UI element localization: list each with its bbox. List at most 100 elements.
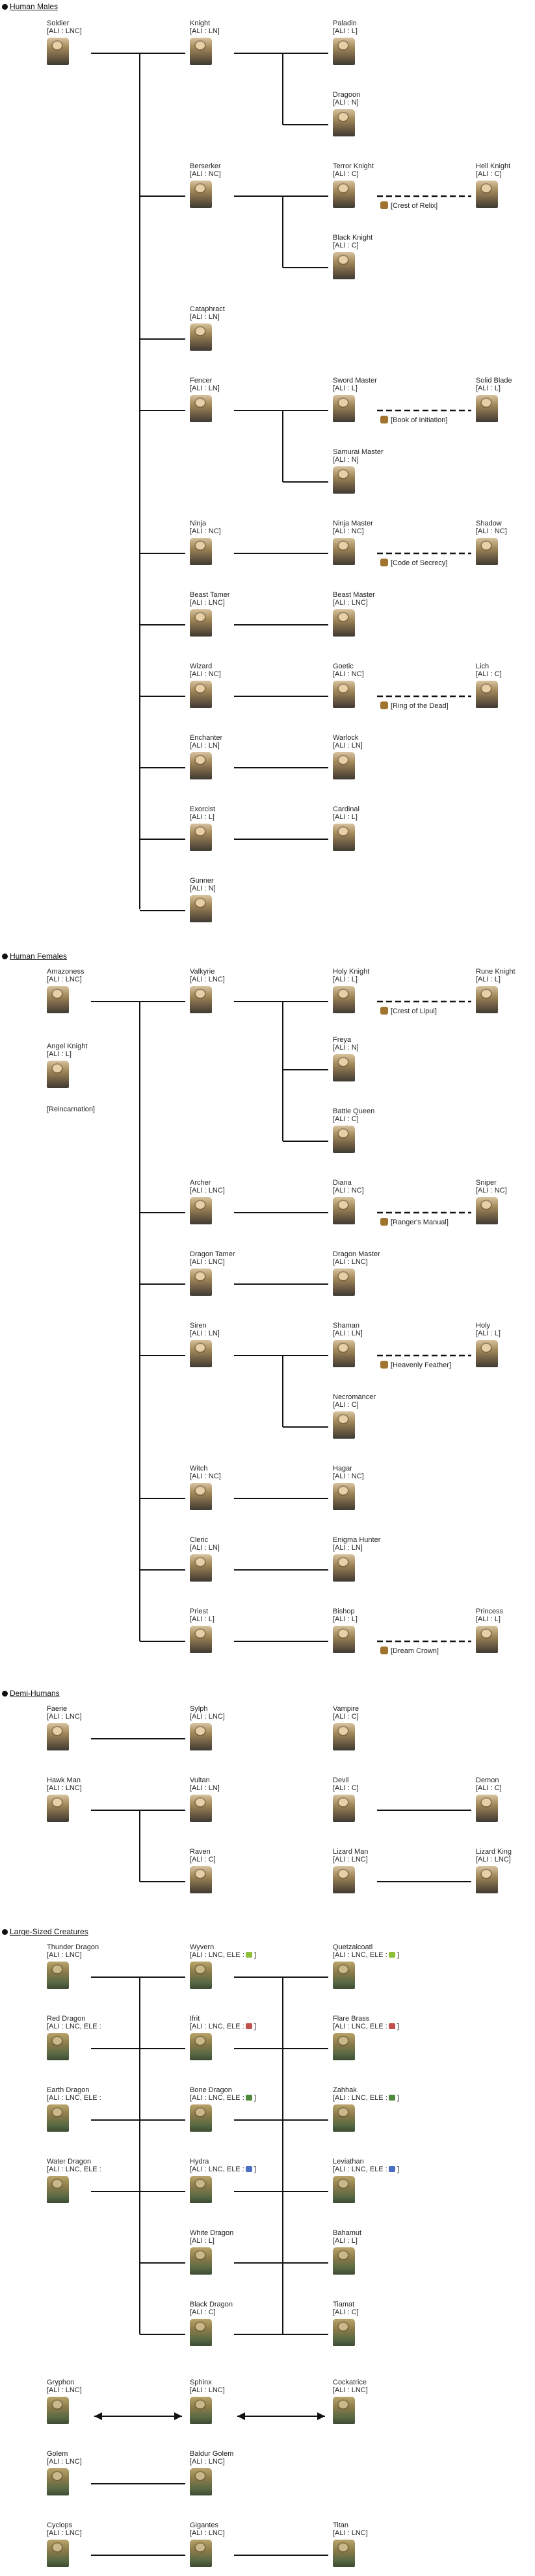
unit-alignment: [ALI : LN] — [190, 313, 242, 321]
unit-sprite — [333, 1197, 355, 1224]
unit-faerie: Faerie[ALI : LNC] — [47, 1705, 99, 1750]
unit-sprite — [333, 2319, 355, 2346]
unit-sprite — [47, 986, 69, 1013]
unit-sprite — [190, 2468, 212, 2495]
unit-name: Wyvern — [190, 1943, 215, 1951]
unit-sprite — [333, 252, 355, 279]
unit-sprite — [333, 1054, 355, 1081]
alignment-text: [ALI : L] — [476, 385, 501, 392]
unit-alignment: [ALI : C] — [333, 1401, 385, 1409]
wind-element-icon — [388, 1952, 395, 1958]
unit-alignment: [ALI : LNC] — [47, 27, 99, 35]
unit-alignment: [ALI : NC] — [333, 527, 385, 535]
unit-vampire: Vampire[ALI : C] — [333, 1705, 385, 1750]
item-icon — [380, 1647, 388, 1654]
section-title-demi-humans: Demi-Humans — [2, 1689, 60, 1698]
alignment-text: [ALI : L] — [476, 1615, 501, 1623]
unit-sprite — [333, 395, 355, 422]
unit-sprite — [333, 824, 355, 851]
unit-name: Golem — [47, 2450, 68, 2458]
unit-alignment: [ALI : LNC] — [47, 2529, 99, 2537]
unit-cyclops: Cyclops[ALI : LNC] — [47, 2521, 99, 2567]
unit-name: Dragoon — [333, 91, 361, 99]
alignment-text: [ALI : N] — [333, 456, 359, 464]
unit-sprite — [476, 1866, 498, 1893]
unit-dragon-tamer: Dragon Tamer[ALI : LNC] — [190, 1250, 242, 1296]
unit-name: Bishop — [333, 1608, 355, 1615]
unit-alignment: [ALI : LNC] — [47, 2386, 99, 2394]
unit-name: Diana — [333, 1179, 352, 1187]
unit-ifrit: Ifrit[ALI : LNC, ELE : ] — [190, 2015, 256, 2060]
alignment-text: [ALI : L] — [190, 1615, 215, 1623]
item-label: [Crest of Relix] — [391, 202, 438, 210]
unit-name: Black Knight — [333, 234, 373, 242]
alignment-text: [ALI : LNC] — [47, 27, 82, 35]
unit-sprite — [333, 986, 355, 1013]
alignment-text: [ALI : NC] — [333, 1187, 364, 1194]
unit-alignment: [ALI : LNC] — [333, 599, 385, 607]
unit-cataphract: Cataphract[ALI : LN] — [190, 305, 242, 351]
unit-ninja: Ninja[ALI : NC] — [190, 520, 242, 565]
alignment-text: [ALI : LN] — [190, 1544, 220, 1552]
unit-name: Witch — [190, 1465, 208, 1472]
water-element-icon — [245, 2166, 252, 2172]
unit-name: Bahamut — [333, 2229, 362, 2237]
unit-flare-brass: Flare Brass[ALI : LNC, ELE : ] — [333, 2015, 399, 2060]
unit-alignment: [ALI : LNC] — [190, 2458, 242, 2466]
unit-alignment: [ALI : LNC] — [47, 2458, 99, 2466]
unit-alignment: [ALI : C] — [476, 670, 528, 678]
unit-name: Enchanter — [190, 734, 223, 742]
unit-alignment: [ALI : LNC, ELE : ] — [333, 2023, 399, 2030]
unit-sprite — [47, 1061, 69, 1088]
unit-sprite — [190, 752, 212, 779]
unit-name: Battle Queen — [333, 1107, 375, 1115]
alignment-text: [ALI : L] — [333, 27, 358, 35]
unit-alignment: [ALI : LN] — [190, 27, 242, 35]
alignment-text: [ALI : C] — [476, 1784, 502, 1792]
unit-name: Titan — [333, 2521, 349, 2529]
alignment-text: [ALI : L] — [476, 1330, 501, 1337]
bracket-close: ] — [395, 2094, 399, 2102]
unit-dragoon: Dragoon[ALI : N] — [333, 91, 385, 136]
unit-name: Berserker — [190, 162, 221, 170]
unit-alignment: [ALI : C] — [333, 2308, 385, 2316]
unit-name: Hagar — [333, 1465, 352, 1472]
unit-alignment: [ALI : LN] — [190, 742, 242, 750]
alignment-text: [ALI : LNC, ELE : — [190, 2023, 244, 2030]
alignment-text: [ALI : L] — [190, 813, 215, 821]
bracket-close: ] — [252, 1951, 256, 1959]
unit-name: Solid Blade — [476, 377, 512, 385]
alignment-text: [ALI : C] — [333, 1784, 359, 1792]
unit-valkyrie: Valkyrie[ALI : LNC] — [190, 968, 242, 1013]
unit-sprite — [190, 2319, 212, 2346]
unit-sprite — [47, 38, 69, 65]
unit-alignment: [ALI : L] — [333, 1615, 385, 1623]
unit-sprite — [190, 323, 212, 351]
unit-alignment: [ALI : L] — [47, 1050, 99, 1058]
unit-name: Vultan — [190, 1776, 210, 1784]
arrowhead — [94, 2412, 102, 2420]
unit-alignment: [ALI : L] — [333, 2237, 385, 2245]
unit-alignment: [ALI : LNC] — [333, 1856, 385, 1863]
unit-sprite — [190, 2104, 212, 2132]
unit-name: Ninja Master — [333, 520, 373, 527]
alignment-text: [ALI : N] — [190, 885, 216, 892]
unit-name: Faerie — [47, 1705, 68, 1713]
unit-solid-blade: Solid Blade[ALI : L] — [476, 377, 528, 422]
alignment-text: [ALI : NC] — [333, 670, 364, 678]
unit-sprite — [333, 1411, 355, 1439]
alignment-text: [ALI : C] — [190, 1856, 216, 1863]
unit-sprite — [476, 181, 498, 208]
alignment-text: [ALI : LNC] — [190, 976, 225, 983]
unit-sprite — [333, 1866, 355, 1893]
unit-sylph: Sylph[ALI : LNC] — [190, 1705, 242, 1750]
unit-enchanter: Enchanter[ALI : LN] — [190, 734, 242, 779]
unit-alignment: [ALI : NC] — [190, 527, 242, 535]
bullet-icon — [2, 4, 8, 10]
unit-alignment: [ALI : LNC] — [190, 1187, 242, 1194]
unit-gigantes: Gigantes[ALI : LNC] — [190, 2521, 242, 2567]
unit-quetzalcoatl: Quetzalcoatl[ALI : LNC, ELE : ] — [333, 1943, 399, 1989]
unit-water-dragon: Water Dragon[ALI : LNC, ELE : — [47, 2158, 101, 2203]
unit-shaman: Shaman[ALI : LN] — [333, 1322, 385, 1367]
unit-terror-knight: Terror Knight[ALI : C] — [333, 162, 385, 208]
